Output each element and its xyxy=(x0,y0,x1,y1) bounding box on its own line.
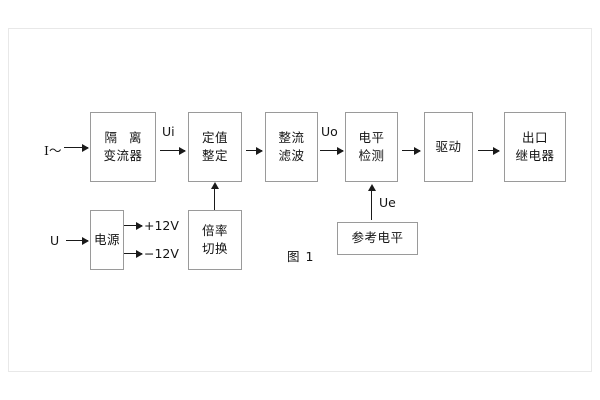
block-output-relay-line1: 出口 xyxy=(521,129,548,145)
block-setting-line2: 整定 xyxy=(201,148,228,163)
block-power-supply-line1: 电源 xyxy=(93,231,120,247)
block-multiplier-switch[interactable]: 倍率 切换 xyxy=(188,210,242,270)
block-drive[interactable]: 驱动 xyxy=(424,112,473,182)
arrow-isolation-to-setting xyxy=(160,146,186,155)
block-multiplier-switch-line1: 倍率 xyxy=(201,222,228,238)
block-level-detect-line1: 电平 xyxy=(358,129,385,145)
arrow-current-to-isolation xyxy=(64,143,89,152)
block-rectify-filter-line2: 滤波 xyxy=(278,148,305,163)
arrow-voltage-to-power-supply xyxy=(66,236,89,245)
figure-caption: 图 1 xyxy=(287,249,315,264)
block-multiplier-switch-line2: 切换 xyxy=(201,241,228,256)
block-setting[interactable]: 定值 整定 xyxy=(188,112,242,182)
block-isolation-ct-line1: 隔 离 xyxy=(104,129,146,145)
arrow-rail-positive xyxy=(124,221,143,230)
block-reference-level[interactable]: 参考电平 xyxy=(337,222,418,255)
block-rectify-filter[interactable]: 整流 滤波 xyxy=(265,112,318,182)
voltage-input-label: U xyxy=(50,233,60,248)
arrow-multiplier-to-setting xyxy=(210,182,219,210)
block-setting-line1: 定值 xyxy=(201,129,228,145)
arrow-rectify-to-level-detect xyxy=(320,146,344,155)
block-output-relay-line2: 继电器 xyxy=(515,148,555,163)
block-rectify-filter-line1: 整流 xyxy=(278,129,305,145)
arrow-reference-to-level-detect xyxy=(367,184,376,220)
block-level-detect[interactable]: 电平 检测 xyxy=(345,112,398,182)
block-isolation-ct[interactable]: 隔 离 变流器 xyxy=(90,112,156,182)
signal-label-ue: Ue xyxy=(379,195,396,210)
block-reference-level-line1: 参考电平 xyxy=(351,230,404,246)
block-output-relay[interactable]: 出口 继电器 xyxy=(504,112,566,182)
signal-label-ui: Ui xyxy=(162,124,175,139)
diagram-frame xyxy=(8,28,592,372)
block-isolation-ct-line2: 变流器 xyxy=(103,148,143,163)
rail-positive-label: +12V xyxy=(144,218,179,233)
block-power-supply[interactable]: 电源 xyxy=(90,210,124,270)
arrow-setting-to-rectify xyxy=(246,146,263,155)
rail-negative-label: −12V xyxy=(144,246,179,261)
block-drive-line1: 驱动 xyxy=(435,138,462,154)
current-input-label: I～ xyxy=(44,143,62,158)
arrow-rail-negative xyxy=(124,249,143,258)
signal-label-uo: Uo xyxy=(321,124,338,139)
block-level-detect-line2: 检测 xyxy=(358,148,385,163)
arrow-level-detect-to-drive xyxy=(402,146,421,155)
arrow-drive-to-output-relay xyxy=(478,146,500,155)
